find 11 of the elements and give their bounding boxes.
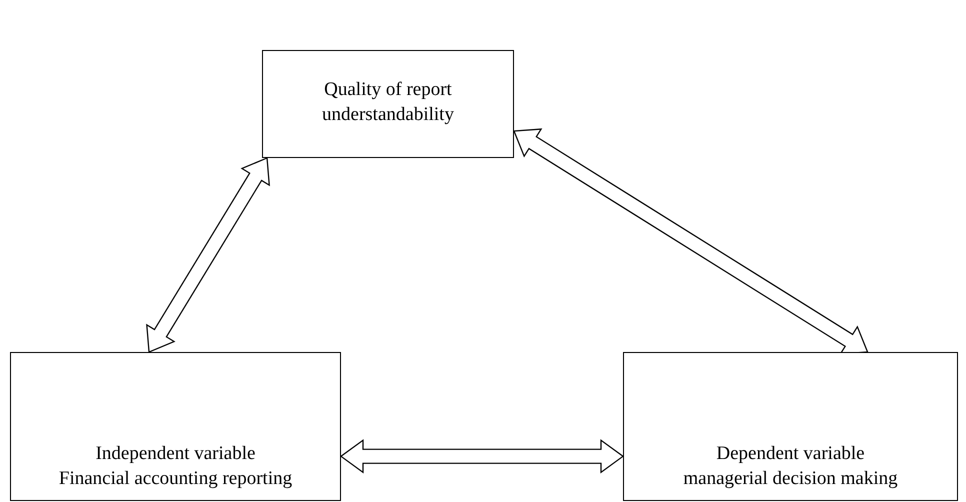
box-text: Quality of report understandability	[321, 78, 455, 127]
box-text: Dependent variable	[716, 442, 865, 466]
double-arrow	[146, 157, 270, 353]
box-text: managerial decision making	[683, 466, 898, 491]
text-box	[623, 352, 958, 501]
box-text: Financial accounting reporting	[58, 466, 292, 491]
text-box	[262, 50, 514, 158]
box-text: Independent variable	[96, 442, 256, 466]
double-arrow	[340, 439, 624, 474]
double-arrow	[513, 128, 868, 355]
text-box	[10, 352, 341, 501]
